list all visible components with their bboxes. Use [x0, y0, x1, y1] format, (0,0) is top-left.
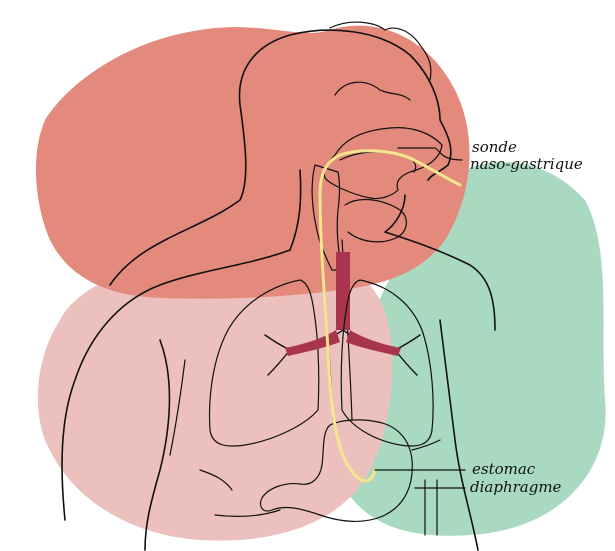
label-naso-gastrique: naso-gastrique [470, 155, 583, 173]
head-background-blob [36, 26, 470, 299]
label-estomac: estomac [472, 460, 536, 478]
label-sonde: sonde [472, 138, 517, 156]
trachea [336, 252, 350, 330]
label-diaphragme: diaphragme [470, 478, 562, 496]
